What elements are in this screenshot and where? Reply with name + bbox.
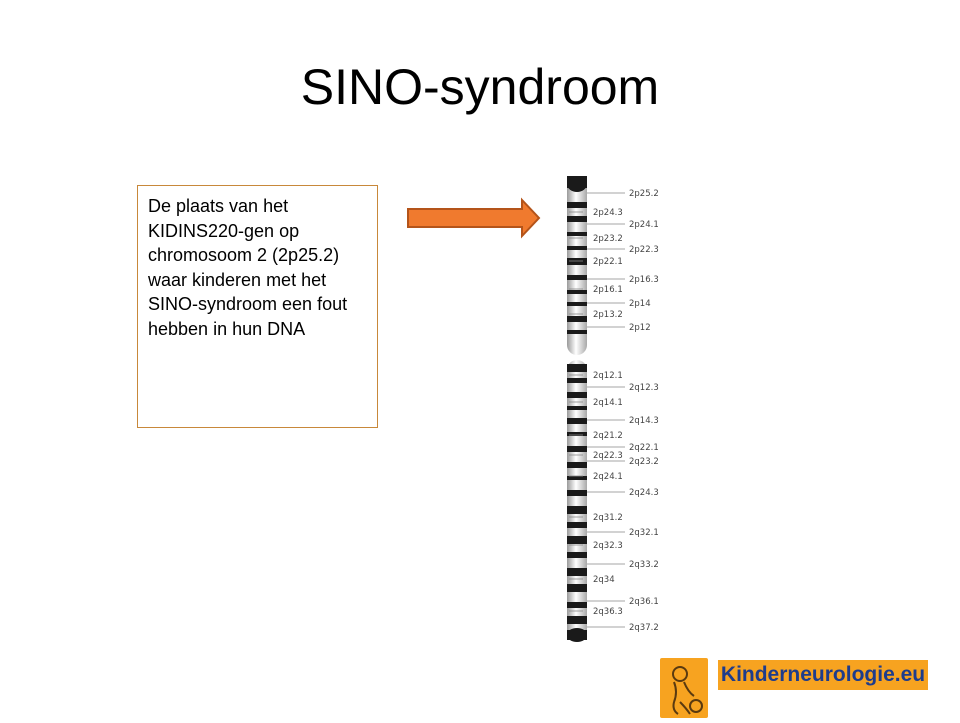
dark-band: [567, 392, 587, 398]
band-label: 2q24.3: [587, 488, 659, 498]
band-label: 2q34: [569, 575, 615, 585]
dark-band: [567, 552, 587, 558]
band-label: 2p12: [587, 323, 651, 333]
svg-text:2q24.1: 2q24.1: [593, 472, 623, 482]
dark-band: [567, 490, 587, 496]
svg-text:2p24.3: 2p24.3: [593, 208, 623, 218]
dark-band: [567, 462, 587, 468]
band-label: 2p16.1: [569, 285, 623, 295]
svg-text:2q22.3: 2q22.3: [593, 451, 623, 461]
dark-band: [567, 330, 587, 334]
band-label: 2p16.3: [587, 275, 659, 285]
svg-text:2p16.1: 2p16.1: [593, 285, 623, 295]
dark-band: [567, 316, 587, 322]
svg-text:2q32.1: 2q32.1: [629, 528, 659, 538]
band-label: 2q24.1: [569, 472, 623, 482]
band-label: 2p23.2: [569, 234, 623, 244]
dark-band: [567, 378, 587, 383]
dark-band: [567, 446, 587, 452]
band-label: 2q32.1: [587, 528, 659, 538]
band-label: 2p22.1: [569, 257, 623, 267]
svg-text:2q31.2: 2q31.2: [593, 513, 623, 523]
dark-band: [567, 258, 587, 265]
svg-text:2p14: 2p14: [629, 299, 651, 309]
band-label: 2q22.1: [587, 443, 659, 453]
band-label: 2p24.3: [569, 208, 623, 218]
band-label: 2q12.3: [587, 383, 659, 393]
dark-band: [567, 432, 587, 436]
dark-band: [567, 216, 587, 222]
band-label: 2q36.3: [569, 607, 623, 617]
dark-band: [567, 506, 587, 514]
svg-text:2q14.1: 2q14.1: [593, 398, 623, 408]
dark-band: [567, 406, 587, 410]
dark-band: [567, 536, 587, 544]
band-label: 2q36.1: [587, 597, 659, 607]
band-label: 2q37.2: [587, 623, 659, 633]
dark-band: [567, 364, 587, 372]
band-label: 2q23.2: [587, 457, 659, 467]
svg-text:2q12.3: 2q12.3: [629, 383, 659, 393]
band-label: 2q14.3: [587, 416, 659, 426]
dark-band: [567, 418, 587, 424]
band-label: 2p14: [587, 299, 651, 309]
dark-band: [567, 232, 587, 236]
svg-text:2q23.2: 2q23.2: [629, 457, 659, 467]
band-label: 2p25.2: [587, 189, 659, 199]
svg-text:2p23.2: 2p23.2: [593, 234, 623, 244]
svg-text:2p25.2: 2p25.2: [629, 189, 659, 199]
band-label: 2p13.2: [569, 310, 623, 320]
logo-figure-icon: [660, 658, 708, 718]
svg-text:2p13.2: 2p13.2: [593, 310, 623, 320]
band-label: 2q12.1: [569, 371, 623, 381]
dark-band: [567, 202, 587, 208]
dark-band: [567, 290, 587, 294]
dark-band: [567, 246, 587, 250]
chromosome-2-ideogram: 2p24.3 2p23.2 2p22.1 2p16.1 2p13.2 2q12.1 2q14…: [567, 176, 659, 642]
band-label: 2q31.2: [569, 513, 623, 523]
band-label: 2q21.2: [569, 431, 623, 441]
dark-band: [567, 602, 587, 608]
chromosome-body: [567, 176, 587, 642]
description-textbox: De plaats van het KIDINS220-gen op chrom…: [137, 185, 378, 428]
svg-text:2p22.1: 2p22.1: [593, 257, 623, 267]
svg-text:2q36.1: 2q36.1: [629, 597, 659, 607]
svg-text:2p22.3: 2p22.3: [629, 245, 659, 255]
svg-text:2q24.3: 2q24.3: [629, 488, 659, 498]
dark-band: [567, 616, 587, 624]
dark-band: [567, 522, 587, 528]
svg-text:2q22.1: 2q22.1: [629, 443, 659, 453]
dark-band: [567, 584, 587, 592]
svg-text:2q14.3: 2q14.3: [629, 416, 659, 426]
slide-title: SINO-syndroom: [300, 59, 660, 115]
svg-text:2q37.2: 2q37.2: [629, 623, 659, 633]
band-labels: 2p24.3 2p23.2 2p22.1 2p16.1 2p13.2 2q12.1 2q14…: [569, 189, 659, 633]
logo-text: Kinderneurologie.eu: [718, 660, 928, 690]
svg-text:2q34: 2q34: [593, 575, 615, 585]
svg-text:2q12.1: 2q12.1: [593, 371, 623, 381]
band-label: 2q33.2: [587, 560, 659, 570]
band-label: 2q32.3: [569, 541, 623, 551]
dark-band: [567, 275, 587, 280]
dark-band: [567, 476, 587, 480]
band-label: 2q22.3: [569, 451, 623, 461]
svg-text:2q32.3: 2q32.3: [593, 541, 623, 551]
dark-band: [567, 568, 587, 576]
band-label: 2q14.1: [569, 398, 623, 408]
logo: Kinderneurologie.eu: [660, 658, 930, 720]
p-tel-band: [567, 176, 587, 192]
svg-text:2p12: 2p12: [629, 323, 651, 333]
band-label: 2p24.1: [587, 220, 659, 230]
svg-text:2p16.3: 2p16.3: [629, 275, 659, 285]
svg-text:2q36.3: 2q36.3: [593, 607, 623, 617]
svg-text:2p24.1: 2p24.1: [629, 220, 659, 230]
svg-text:2q33.2: 2q33.2: [629, 560, 659, 570]
arrow-right-icon: [407, 197, 541, 239]
q-tel-band: [567, 628, 587, 642]
band-label: 2p22.3: [587, 245, 659, 255]
dark-band: [567, 302, 587, 306]
svg-text:2q21.2: 2q21.2: [593, 431, 623, 441]
